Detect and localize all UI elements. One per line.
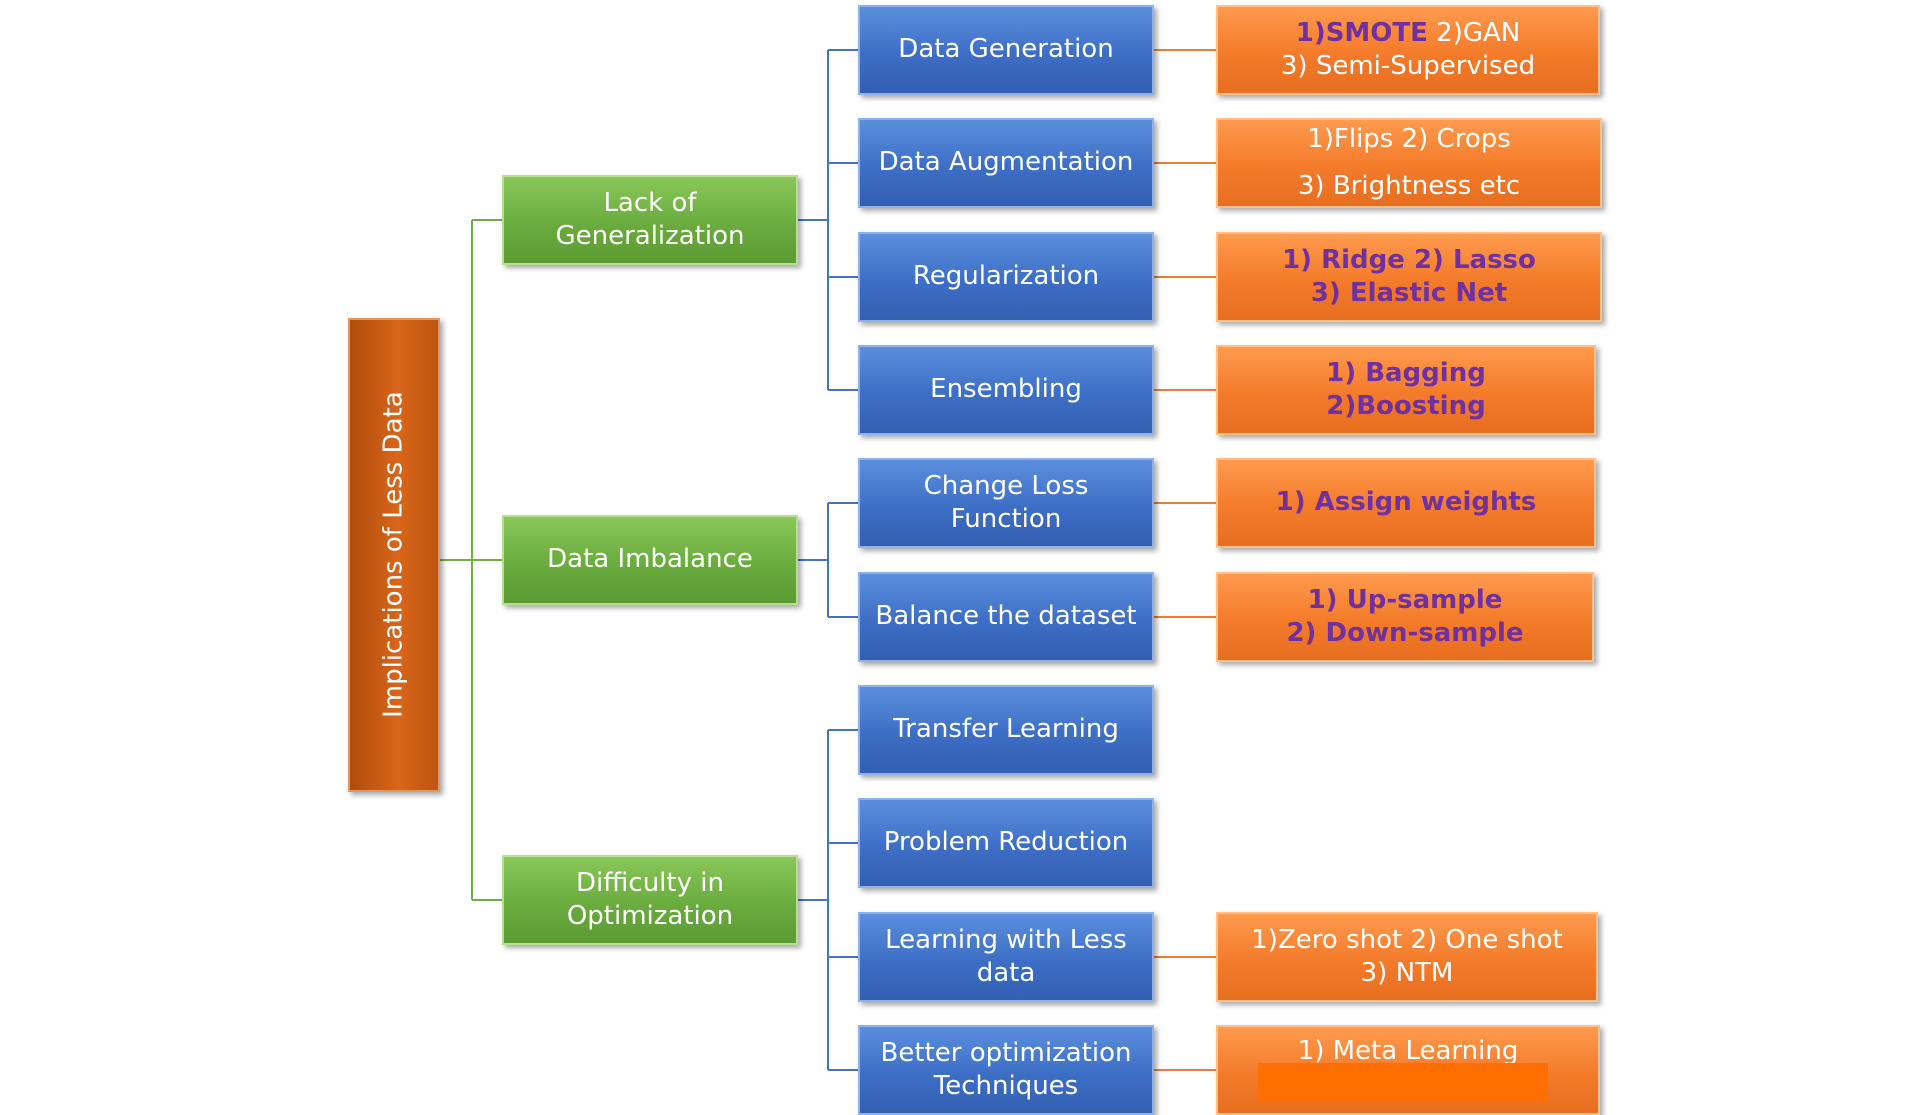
category-lack-of-generalization: Lack of Generalization [502,175,798,265]
example-line: 3) Elastic Net [1310,278,1508,308]
example-line: 3) Brightness etc [1297,171,1521,201]
technique-label: Data Augmentation [878,147,1134,178]
technique-label: Regularization [912,261,1100,292]
examples-regularization: 1) Ridge 2) Lasso 3) Elastic Net [1216,232,1602,322]
example-line: 1) Assign weights [1275,487,1537,518]
examples-learning-with-less-data: 1)Zero shot 2) One shot 3) NTM [1216,912,1598,1002]
technique-label: Change Loss Function [923,470,1089,534]
root-node: Implications of Less Data [348,318,440,792]
technique-data-augmentation: Data Augmentation [858,118,1154,208]
example-line: 1) Meta Learning [1297,1036,1519,1066]
technique-better-optimization-techniques: Better optimization Techniques [858,1025,1154,1115]
category-data-imbalance: Data Imbalance [502,515,798,605]
example-line: 2)Boosting [1326,391,1486,421]
category-difficulty-in-optimization: Difficulty in Optimization [502,855,798,945]
example-line: 1) Ridge 2) Lasso [1282,244,1536,275]
examples-ensembling: 1) Bagging 2)Boosting [1216,345,1596,435]
technique-label: Data Generation [898,34,1114,65]
technique-label: Ensembling [930,374,1082,405]
technique-balance-the-dataset: Balance the dataset [858,572,1154,662]
technique-learning-with-less-data: Learning with Less data [858,912,1154,1002]
technique-transfer-learning: Transfer Learning [858,685,1154,775]
example-line: 1)Flips 2) Crops [1307,123,1511,154]
examples-data-generation: 1)SMOTE 2)GAN 3) Semi-Supervised [1216,5,1600,95]
root-label: Implications of Less Data [378,391,409,719]
example-line: 3) Semi-Supervised [1280,51,1536,81]
technique-label: Balance the dataset [875,601,1137,632]
technique-regularization: Regularization [858,232,1154,322]
category-label: Difficulty in Optimization [566,867,734,931]
technique-data-generation: Data Generation [858,5,1154,95]
examples-balance-the-dataset: 1) Up-sample 2) Down-sample [1216,572,1594,662]
example-line: 3) NTM [1360,958,1454,988]
example-gan: 2)GAN [1427,17,1521,48]
technique-label: Better optimization Techniques [880,1037,1132,1101]
technique-label: Transfer Learning [893,714,1119,745]
example-smote: 1)SMOTE [1295,17,1428,48]
category-label: Data Imbalance [547,544,753,575]
highlight-bar [1258,1063,1548,1101]
technique-label: Problem Reduction [883,827,1129,858]
example-line: 1)Zero shot 2) One shot [1251,924,1563,955]
technique-problem-reduction: Problem Reduction [858,798,1154,888]
technique-change-loss-function: Change Loss Function [858,458,1154,548]
category-label: Lack of Generalization [555,187,745,251]
examples-data-augmentation: 1)Flips 2) Crops 3) Brightness etc [1216,118,1602,208]
example-line: 1) Bagging [1326,357,1486,388]
examples-change-loss-function: 1) Assign weights [1216,458,1596,548]
example-line: 2) Down-sample [1286,618,1524,648]
example-line: 1) Up-sample [1307,584,1503,615]
technique-label: Learning with Less data [885,924,1127,988]
technique-ensembling: Ensembling [858,345,1154,435]
